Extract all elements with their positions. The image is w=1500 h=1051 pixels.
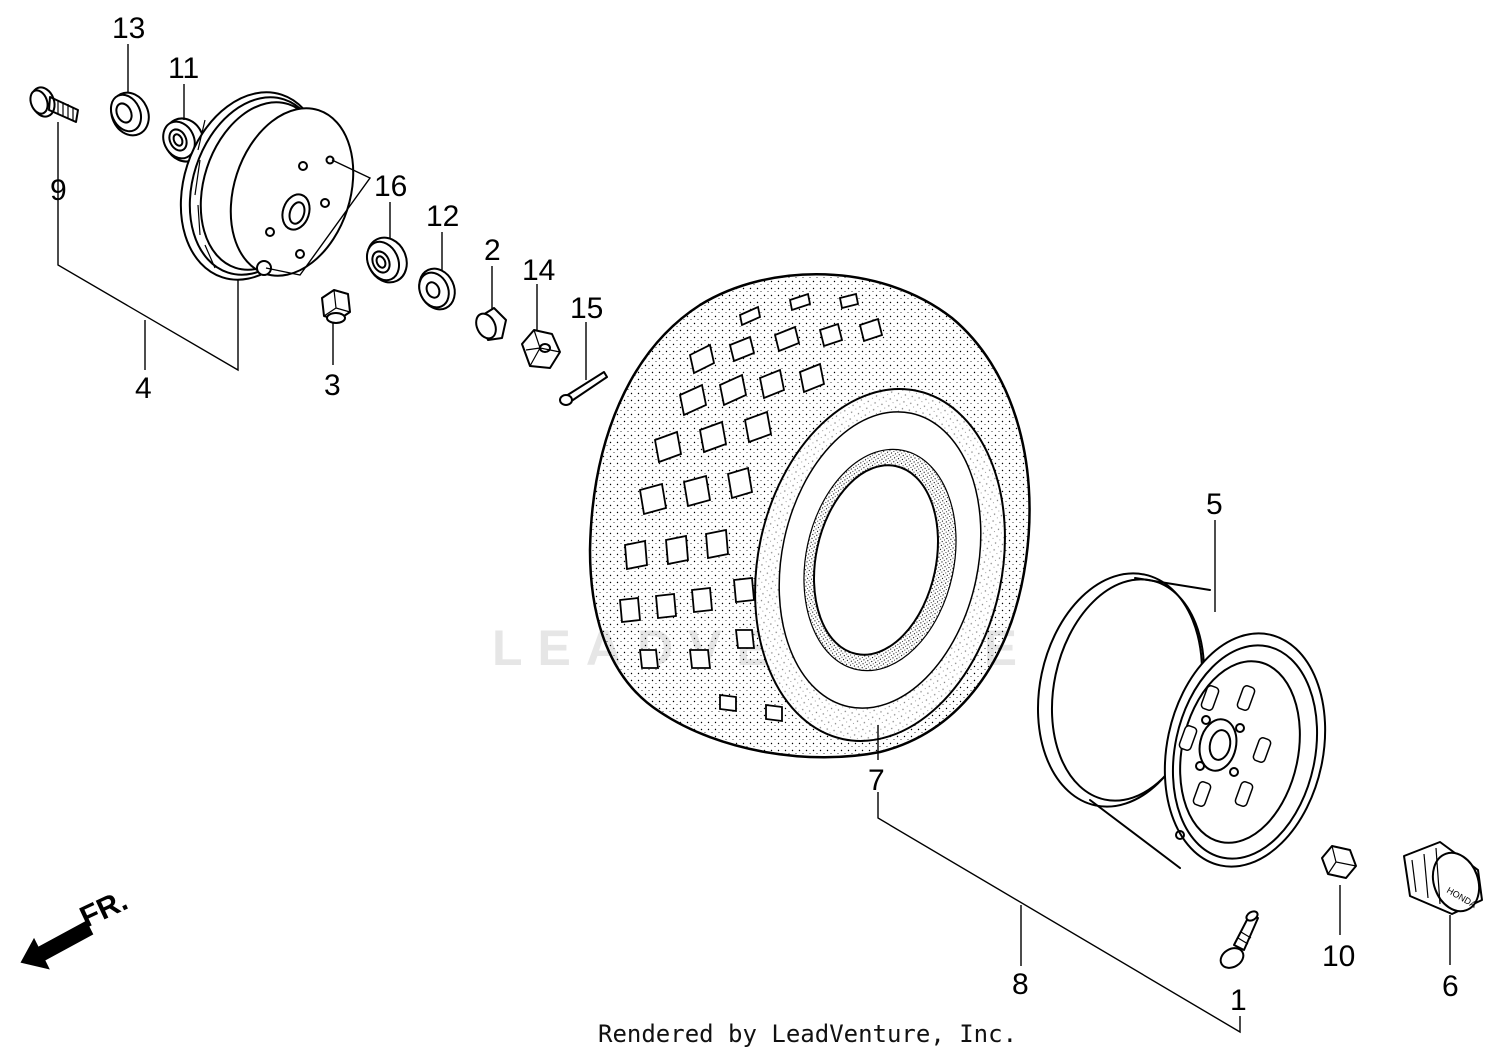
label-12: 12 (426, 200, 459, 233)
part-11-bearing[interactable] (157, 112, 210, 168)
part-4-brake-drum-hub[interactable] (158, 74, 374, 299)
part-9-bolt[interactable] (27, 84, 79, 123)
leader-lines (57, 44, 1451, 1034)
leader-16 (265, 159, 372, 276)
part-2-collar[interactable] (472, 307, 507, 342)
label-11: 11 (168, 52, 199, 85)
label-8: 8 (1012, 968, 1029, 1001)
part-3-nut[interactable] (321, 289, 351, 324)
part-5-wheel-rim[interactable] (1017, 558, 1346, 882)
part-10-nut[interactable] (1321, 845, 1357, 879)
part-7-tire[interactable] (588, 272, 1036, 764)
label-10: 10 (1322, 940, 1355, 973)
front-direction-arrow: FR. (20, 884, 133, 970)
label-2: 2 (484, 234, 501, 267)
label-16: 16 (374, 170, 407, 203)
part-13-seal[interactable] (104, 86, 155, 141)
part-15-cotter-pin[interactable] (559, 371, 608, 406)
label-13: 13 (112, 12, 145, 45)
label-1: 1 (1230, 984, 1247, 1017)
part-14-castle-nut[interactable] (521, 329, 561, 369)
label-4: 4 (135, 372, 152, 405)
label-14: 14 (522, 254, 555, 287)
part-12-washer[interactable] (413, 263, 462, 315)
part-6-hub-cap[interactable]: HONDA (1403, 841, 1487, 918)
label-6: 6 (1442, 970, 1459, 1003)
label-15: 15 (570, 292, 603, 325)
label-9: 9 (50, 174, 67, 207)
credit-text: Rendered by LeadVenture, Inc. (598, 1020, 1017, 1048)
label-3: 3 (324, 369, 341, 402)
part-number-labels: 13 11 9 16 12 2 14 15 4 3 5 7 8 1 10 6 (50, 12, 1459, 1017)
part-12-seal[interactable] (360, 231, 414, 289)
label-5: 5 (1206, 488, 1223, 521)
part-1-valve-stem[interactable] (1217, 910, 1259, 972)
label-7: 7 (868, 764, 885, 797)
